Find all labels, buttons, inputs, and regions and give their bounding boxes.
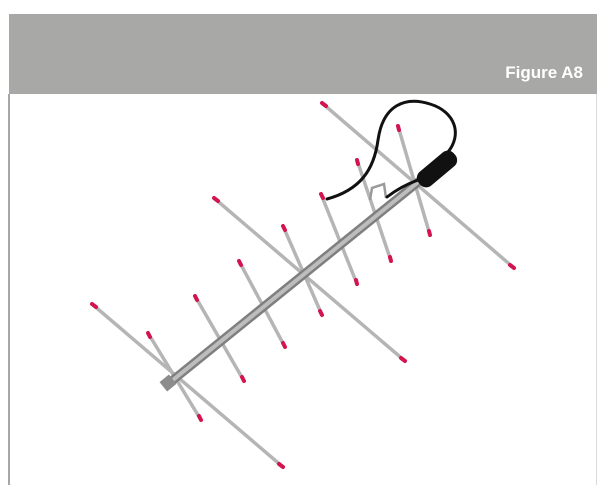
director-element-4: [212, 196, 407, 363]
coax-cable: [325, 99, 457, 201]
reflector-element: [90, 302, 285, 469]
feed-connector-bracket: [368, 182, 388, 201]
left-divider: [8, 94, 10, 485]
right-divider: [596, 94, 597, 485]
element-tips: [90, 101, 516, 469]
antenna-boom: [159, 162, 441, 392]
figure-label: Figure A8: [505, 63, 583, 82]
director-element-6: [319, 192, 359, 286]
cable-lead: [385, 178, 420, 199]
figure-header: Figure A8: [9, 14, 597, 94]
connector-housing: [416, 150, 458, 188]
